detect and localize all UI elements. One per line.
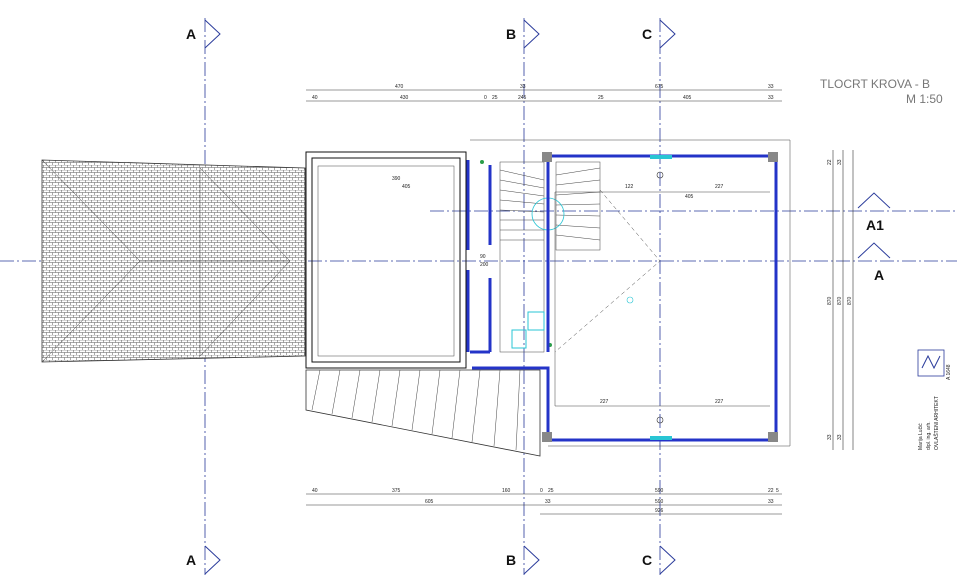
- svg-text:870: 870: [827, 296, 833, 305]
- stair-core: 90 200: [466, 160, 601, 354]
- svg-text:405: 405: [402, 184, 411, 190]
- svg-text:33: 33: [827, 434, 833, 440]
- svg-text:22: 22: [768, 488, 774, 494]
- svg-text:40: 40: [312, 488, 318, 494]
- svg-text:33: 33: [545, 499, 551, 505]
- bottom-dimension-chain: 40 375 160 0 25 590 22 5 605 33 590 33 9…: [306, 488, 782, 515]
- axis-marker-top-b: B: [506, 19, 540, 49]
- svg-text:33: 33: [520, 84, 526, 90]
- architect-stamp: Marija Lučić dipl. ing. arh. OVLAŠTENI A…: [917, 349, 952, 450]
- svg-text:590: 590: [655, 499, 664, 505]
- svg-text:A: A: [874, 267, 884, 283]
- svg-text:122: 122: [625, 184, 634, 190]
- svg-text:A 1648: A 1648: [946, 364, 952, 380]
- axis-marker-right-a: A: [857, 242, 891, 283]
- svg-text:227: 227: [600, 399, 609, 405]
- axis-marker-top-a: A: [186, 19, 221, 49]
- svg-text:675: 675: [655, 84, 664, 90]
- svg-text:OVLAŠTENI ARHITEKT: OVLAŠTENI ARHITEKT: [933, 396, 940, 450]
- svg-text:C: C: [642, 552, 652, 568]
- svg-text:0: 0: [540, 488, 543, 494]
- top-dimension-chain: 470 33 675 33 40 430 0 25 245 25 405 33: [306, 84, 782, 102]
- axis-marker-right-a1: A1: [857, 192, 891, 233]
- svg-text:C: C: [642, 26, 652, 42]
- svg-text:dipl. ing. arh.: dipl. ing. arh.: [926, 421, 932, 450]
- svg-text:A: A: [186, 26, 196, 42]
- svg-text:605: 605: [425, 499, 434, 505]
- axis-marker-top-c: C: [642, 19, 676, 49]
- left-roof-block: 390 405: [305, 151, 467, 369]
- svg-text:375: 375: [392, 488, 401, 494]
- svg-text:470: 470: [395, 84, 404, 90]
- svg-text:25: 25: [548, 488, 554, 494]
- svg-text:25: 25: [598, 95, 604, 101]
- drawing-title: TLOCRT KROVA - B: [820, 77, 930, 91]
- svg-text:0: 0: [484, 95, 487, 101]
- right-roof-block: 122 227 405 227 227: [470, 139, 791, 447]
- svg-text:90: 90: [480, 254, 486, 260]
- svg-text:227: 227: [715, 399, 724, 405]
- right-dimension-chain: 22 33 870 870 870 33 33: [827, 150, 854, 450]
- svg-text:5: 5: [776, 488, 779, 494]
- svg-text:Marija Lučić: Marija Lučić: [918, 423, 924, 450]
- svg-text:227: 227: [715, 184, 724, 190]
- svg-text:33: 33: [837, 434, 843, 440]
- svg-text:405: 405: [685, 194, 694, 200]
- drawing-scale: M 1:50: [906, 92, 943, 106]
- svg-text:33: 33: [768, 499, 774, 505]
- svg-text:926: 926: [655, 508, 664, 514]
- svg-text:870: 870: [837, 296, 843, 305]
- svg-text:870: 870: [847, 296, 853, 305]
- svg-text:390: 390: [392, 176, 401, 182]
- svg-text:33: 33: [768, 84, 774, 90]
- svg-text:B: B: [506, 26, 516, 42]
- svg-text:B: B: [506, 552, 516, 568]
- svg-text:160: 160: [502, 488, 511, 494]
- exterior-stair: [305, 369, 541, 457]
- svg-text:590: 590: [655, 488, 664, 494]
- svg-text:A1: A1: [866, 217, 884, 233]
- svg-text:430: 430: [400, 95, 409, 101]
- axis-marker-bottom-c: C: [642, 545, 676, 575]
- pitched-roof-tiles: [41, 159, 306, 363]
- svg-text:33: 33: [837, 159, 843, 165]
- svg-text:405: 405: [683, 95, 692, 101]
- svg-text:40: 40: [312, 95, 318, 101]
- axis-marker-bottom-a: A: [186, 545, 221, 575]
- svg-text:A: A: [186, 552, 196, 568]
- svg-text:33: 33: [768, 95, 774, 101]
- svg-text:200: 200: [480, 262, 489, 268]
- svg-text:245: 245: [518, 95, 527, 101]
- svg-text:22: 22: [827, 159, 833, 165]
- svg-text:25: 25: [492, 95, 498, 101]
- axis-marker-bottom-b: B: [506, 545, 540, 575]
